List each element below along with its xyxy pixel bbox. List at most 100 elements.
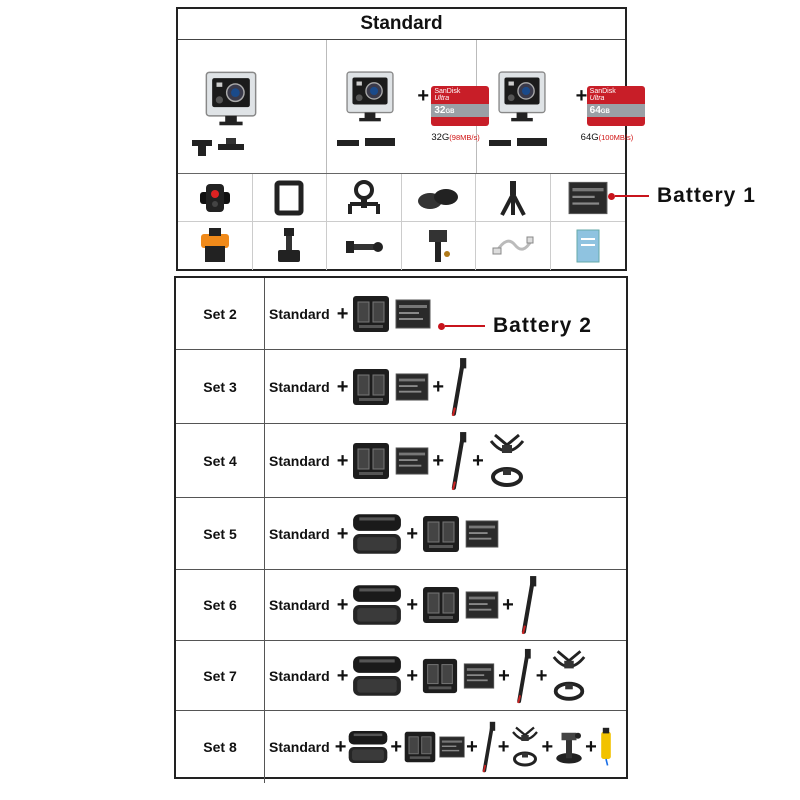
accessory-cell bbox=[476, 222, 551, 270]
capacity-caption-64g: 64G(100MB/s) bbox=[581, 132, 634, 143]
set-contents: Standard + + bbox=[265, 350, 626, 423]
plus-sign: + bbox=[472, 449, 484, 472]
plus-sign: + bbox=[535, 664, 548, 687]
plus-sign: + bbox=[336, 664, 349, 687]
set-contents: Standard + + + bbox=[265, 570, 626, 640]
handlebar-mount-icon bbox=[347, 179, 380, 214]
standard-label: Standard bbox=[269, 525, 330, 542]
battery-1-label: Battery 1 bbox=[657, 184, 756, 207]
camera-options-row: + SanDisk Ultra 32GB 32G(98MB/s) + SanDi… bbox=[178, 40, 645, 174]
user-manual-icon bbox=[576, 229, 600, 263]
callout-dot bbox=[438, 322, 445, 330]
set-row: Set 5 Standard + + bbox=[176, 498, 626, 570]
card-line: Ultra bbox=[434, 95, 450, 102]
plus-sign: + bbox=[541, 736, 554, 758]
selfie-stick-icon bbox=[513, 647, 533, 705]
pivot-arm-icon bbox=[278, 228, 301, 262]
plus-sign: + bbox=[406, 594, 419, 616]
plus-sign: + bbox=[390, 736, 403, 758]
accessory-cell bbox=[551, 222, 626, 270]
standard-label: Standard bbox=[269, 597, 330, 613]
speed-value: (100MB/s) bbox=[598, 133, 634, 142]
capacity-value: 64G bbox=[580, 132, 599, 143]
set-contents: Standard + bbox=[265, 278, 626, 349]
protective-frame-icon bbox=[274, 180, 304, 215]
callout-line bbox=[615, 195, 649, 197]
standard-label: Standard bbox=[269, 305, 330, 322]
set-label: Set 6 bbox=[176, 570, 265, 640]
battery-icon bbox=[395, 373, 429, 401]
dual-charger-icon bbox=[421, 514, 461, 554]
battery-icon bbox=[395, 299, 431, 329]
standard-label: Standard bbox=[269, 667, 330, 684]
plus-sign: + bbox=[498, 664, 510, 687]
speed-value: (98MB/s) bbox=[449, 133, 480, 142]
action-camera-icon bbox=[343, 54, 397, 136]
set-contents: Standard + + + + + + bbox=[265, 711, 626, 783]
selfie-stick-icon bbox=[479, 720, 497, 774]
card-unit: GB bbox=[600, 109, 610, 115]
set-row: Set 3 Standard + + bbox=[176, 350, 626, 424]
plus-sign: + bbox=[497, 736, 510, 758]
battery-icon bbox=[465, 591, 499, 619]
carry-case-icon bbox=[351, 582, 403, 628]
remote-wristband-icon bbox=[199, 183, 230, 212]
action-camera-icon bbox=[202, 54, 260, 140]
accessory-cell bbox=[327, 222, 402, 270]
usb-cable-icon bbox=[492, 236, 534, 255]
accessory-cell bbox=[252, 174, 327, 222]
card-brand: SanDisk bbox=[434, 88, 461, 95]
clip-accessory-icon bbox=[192, 140, 212, 156]
chest-head-strap-icon bbox=[550, 647, 588, 705]
standard-label: Standard bbox=[269, 378, 330, 395]
plus-sign: + bbox=[334, 736, 347, 758]
bundle-sets-table: Set 2 Standard + Set 3 Standard + + Set … bbox=[174, 276, 628, 783]
selfie-stick-icon bbox=[447, 356, 469, 418]
capacity-caption-32g: 32G(98MB/s) bbox=[431, 132, 479, 143]
selfie-stick-icon bbox=[517, 574, 539, 636]
set-row: Set 8 Standard + + + + + + bbox=[176, 711, 626, 783]
plus-sign: + bbox=[336, 594, 349, 616]
card-line: Ultra bbox=[589, 95, 605, 102]
set-row: Set 2 Standard + bbox=[176, 278, 626, 350]
accessories-grid bbox=[178, 174, 625, 270]
plus-sign: + bbox=[336, 449, 349, 472]
tripod-adapter-icon bbox=[429, 230, 451, 262]
accessory-cell bbox=[476, 174, 551, 222]
carry-case-icon bbox=[351, 653, 403, 699]
extension-arm-icon bbox=[345, 241, 383, 253]
carry-case-icon bbox=[347, 728, 389, 766]
sdcard-64g-icon: SanDisk Ultra 64GB bbox=[586, 86, 645, 126]
dual-charger-icon bbox=[403, 730, 437, 764]
battery-icon bbox=[568, 181, 608, 215]
battery-1-callout: Battery 1 bbox=[608, 184, 756, 208]
card-brand: SanDisk bbox=[589, 88, 616, 95]
battery-icon bbox=[395, 447, 429, 475]
card-unit: GB bbox=[445, 109, 455, 115]
selfie-stick-icon bbox=[447, 430, 469, 492]
accessory-cell bbox=[178, 174, 253, 222]
plus-sign: + bbox=[406, 664, 419, 687]
set-label: Set 2 bbox=[176, 278, 265, 349]
camera-option-32g: + SanDisk Ultra 32GB 32G(98MB/s) bbox=[327, 40, 490, 173]
set-contents: Standard + + + + bbox=[265, 641, 626, 710]
action-camera-icon bbox=[495, 54, 549, 136]
plus-sign: + bbox=[466, 736, 478, 758]
dual-charger-icon bbox=[421, 657, 459, 695]
dual-charger-icon bbox=[351, 367, 391, 407]
standard-title: Standard bbox=[178, 9, 625, 40]
carry-case-icon bbox=[351, 511, 403, 557]
chest-head-strap-icon bbox=[487, 431, 527, 491]
accessory-cell bbox=[327, 174, 402, 222]
mount-accessories-icon bbox=[488, 138, 547, 146]
camera-option-base bbox=[178, 40, 328, 173]
plus-sign: + bbox=[432, 449, 445, 472]
plus-sign: + bbox=[575, 85, 588, 107]
camera-option-64g: + SanDisk Ultra 64GB 64G(100MB/s) bbox=[477, 40, 645, 173]
accessory-cell-battery bbox=[550, 174, 625, 222]
accessory-cell bbox=[253, 222, 327, 270]
battery-icon bbox=[439, 736, 465, 758]
floating-grip-icon bbox=[598, 724, 614, 770]
bike-seat-mount-icon bbox=[200, 228, 229, 262]
accessory-cell bbox=[401, 174, 476, 222]
